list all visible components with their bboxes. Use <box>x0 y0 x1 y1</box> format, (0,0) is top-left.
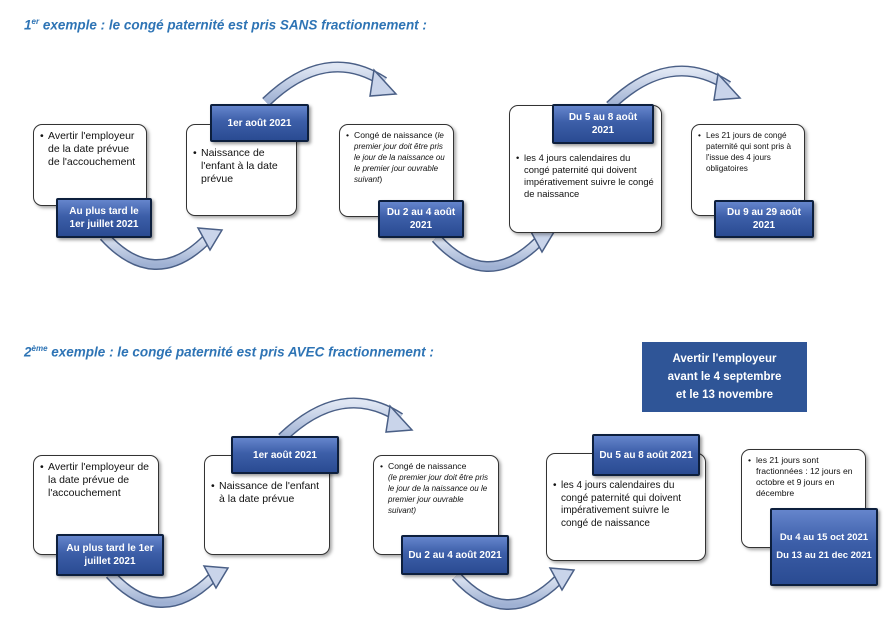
notify-employer-notice: Avertir l'employeur avant le 4 septembre… <box>642 342 807 412</box>
ex1-step3-tag: Du 2 au 4 août 2021 <box>378 200 464 238</box>
ex2-step2-text: Naissance de l'enfant à la date prévue <box>211 480 323 506</box>
ex2-step1-text: Avertir l'employeur de la date prévue de… <box>40 461 152 500</box>
ex1-step3-text: Congé de naissance (le premier jour doit… <box>346 130 447 185</box>
ex2-step5-tag: Du 4 au 15 oct 2021 Du 13 au 21 dec 2021 <box>770 508 878 586</box>
ex1-step2-text: Naissance de l'enfant à la date prévue <box>193 147 290 186</box>
ex1-step4-tag: Du 5 au 8 août 2021 <box>552 104 654 144</box>
ex2-step1-tag: Au plus tard le 1er juillet 2021 <box>56 534 164 576</box>
ex1-step1-box: Avertir l'employeur de la date prévue de… <box>33 124 147 206</box>
ex1-step1-tag: Au plus tard le 1er juillet 2021 <box>56 198 152 238</box>
ex1-step5-tag: Du 9 au 29 août 2021 <box>714 200 814 238</box>
ex1-step4-text: les 4 jours calendaires du congé paterni… <box>516 152 655 200</box>
ex2-step4-text: les 4 jours calendaires du congé paterni… <box>553 480 699 530</box>
example2-title: 2ème exemple : le congé paternité est pr… <box>24 344 434 360</box>
example1-title: 1er exemple : le congé paternité est pri… <box>24 17 427 33</box>
ex1-step5-text: Les 21 jours de congé paternité qui sont… <box>698 130 798 174</box>
ex2-step5-text: les 21 jours sont fractionnées : 12 jour… <box>748 455 859 499</box>
ex2-step3-text: Congé de naissance <box>380 461 492 472</box>
arrow-4-5 <box>610 71 740 106</box>
ex2-step3-note: (le premier jour doit être pris le jour … <box>388 473 489 515</box>
arrow-2-3 <box>266 67 396 102</box>
ex2-step2-tag: 1er août 2021 <box>231 436 339 474</box>
arrow2-2-3 <box>282 403 412 438</box>
ex1-step1-text: Avertir l'employeur de la date prévue de… <box>40 130 140 169</box>
ex2-step3-box: Congé de naissance (le premier jour doit… <box>373 455 499 555</box>
ex2-step5-box: les 21 jours sont fractionnées : 12 jour… <box>741 449 866 548</box>
ex2-step3-tag: Du 2 au 4 août 2021 <box>401 535 509 575</box>
ex1-step2-tag: 1er août 2021 <box>210 104 309 142</box>
ex2-step4-tag: Du 5 au 8 août 2021 <box>592 434 700 476</box>
